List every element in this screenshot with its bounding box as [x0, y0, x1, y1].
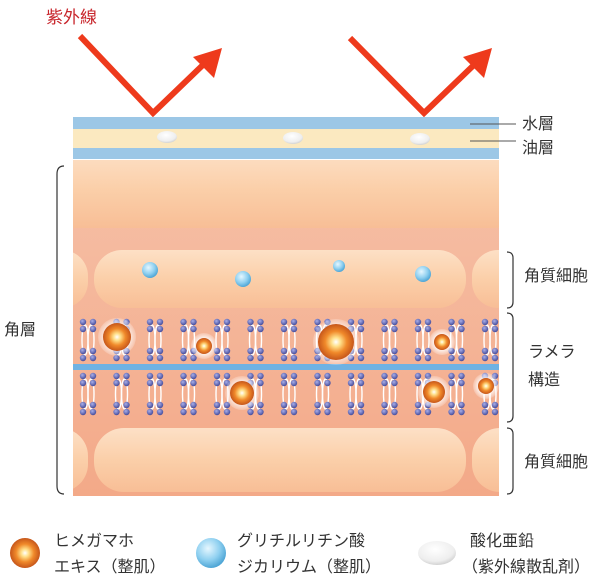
- lamellar-center-line: [73, 364, 499, 370]
- lamellar-structure: [73, 318, 499, 416]
- layer-leader-lines: [470, 123, 516, 142]
- legend-item-3-line1: 酸化亜鉛: [470, 531, 535, 550]
- white-particle-icon: [418, 541, 456, 565]
- lipid-bilayer: [146, 318, 164, 362]
- blue-particle-icon: [196, 538, 226, 568]
- himegamaho-particle: [191, 333, 217, 359]
- lipid-bilayer: [247, 372, 264, 416]
- glycyrrhizate-particles: [142, 260, 431, 287]
- uv-arrow-right: [347, 35, 480, 118]
- himegamaho-particle: [429, 329, 455, 355]
- corneocyte-top-bracket: [506, 251, 514, 309]
- lipid-bilayer: [448, 318, 465, 362]
- lipid-bilayer: [280, 318, 298, 362]
- brackets: [56, 165, 514, 495]
- lipid-bilayer: [414, 318, 432, 362]
- corneocyte-cells: [73, 160, 499, 492]
- uv-arrowheads: [193, 48, 492, 78]
- lamellar-bracket: [506, 312, 514, 423]
- lipid-bilayer: [448, 372, 465, 416]
- himegamaho-particle: [473, 373, 499, 399]
- lipid-bilayer: [213, 318, 231, 362]
- legend-item-2-line2: ジカリウム（整肌）: [237, 557, 382, 576]
- legend-item-1-line2: エキス（整肌）: [54, 557, 166, 576]
- legend-item-3-line2: （紫外線散乱剤）: [462, 557, 591, 576]
- lipid-bilayer: [113, 372, 130, 416]
- corneocyte-top-label: 角質細胞: [524, 266, 589, 285]
- lipid-bilayer: [481, 318, 499, 362]
- lipid-bilayer: [381, 372, 398, 416]
- himegamaho-particle: [418, 376, 450, 408]
- lipid-bilayer: [381, 318, 398, 362]
- corneocyte-bottom-bracket: [506, 427, 514, 495]
- himegamaho-particle: [98, 318, 136, 356]
- lipid-bilayer: [347, 372, 365, 416]
- stratum-corneum-bracket: [56, 165, 65, 495]
- lipid-bilayer: [146, 372, 164, 416]
- water-layer-bottom: [73, 148, 499, 159]
- uv-arrow-left: [77, 33, 209, 118]
- lipid-bilayer: [79, 372, 97, 416]
- lipid-bilayer: [180, 372, 197, 416]
- uv-label: 紫外線: [46, 8, 97, 28]
- stratum-corneum-label: 角層: [4, 320, 37, 339]
- water-layer-top: [73, 117, 499, 129]
- lipid-bilayer: [314, 372, 331, 416]
- himegamaho-particle: [313, 319, 359, 365]
- lipid-bilayer: [247, 318, 264, 362]
- legend-item-2-line1: グリチルリチン酸: [237, 531, 366, 550]
- orange-particle-icon: [6, 534, 44, 572]
- water-layer-label: 水層: [522, 114, 555, 133]
- lipid-bilayer: [79, 318, 97, 362]
- corneocyte-bottom-label: 角質細胞: [524, 452, 589, 471]
- lipid-bilayer: [280, 372, 298, 416]
- himegamaho-particle: [225, 376, 259, 410]
- legend-icons: [6, 534, 456, 572]
- oil-layer-label: 油層: [522, 138, 555, 157]
- lamellar-label-line2: 構造: [528, 370, 561, 389]
- zinc-oxide-particles: [157, 131, 430, 145]
- legend-item-1-line1: ヒメガマホ: [54, 531, 135, 550]
- himegamaho-particles: [98, 318, 499, 410]
- uv-arrows: [77, 33, 480, 118]
- lamellar-label-line1: ラメラ: [528, 342, 576, 361]
